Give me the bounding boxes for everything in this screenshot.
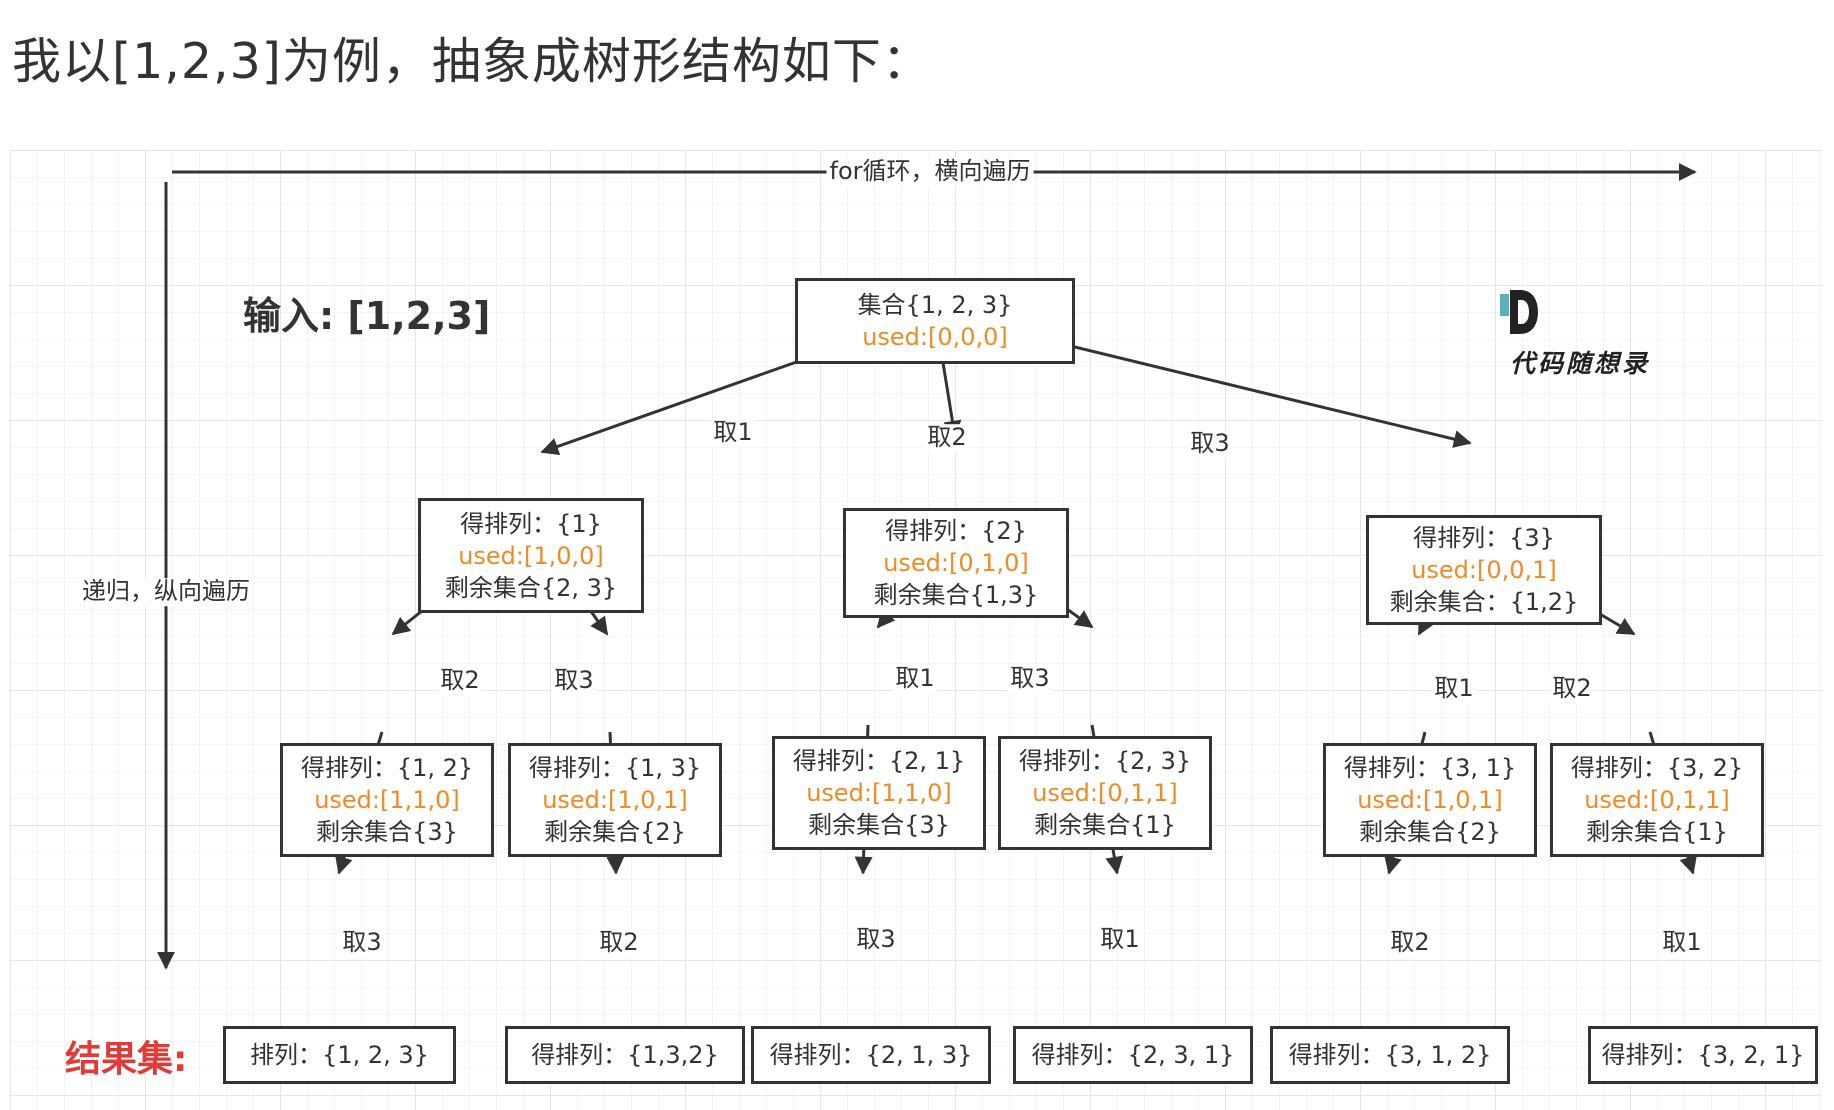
node-permutation-text: 得排列：{2} bbox=[885, 517, 1027, 545]
node-remaining-text: 剩余集合：{1,2} bbox=[1389, 588, 1579, 616]
node-remaining-text: 剩余集合{2} bbox=[1359, 818, 1501, 846]
tree-node-root: 集合{1, 2, 3} used:[0,0,0] bbox=[795, 278, 1075, 364]
edge-label-n3-n32: 取2 bbox=[1549, 675, 1595, 703]
node-used-array: used:[0,1,1] bbox=[1032, 779, 1178, 807]
node-used-array: used:[0,0,0] bbox=[862, 323, 1008, 351]
result-node-5: 得排列：{3, 1, 2} bbox=[1270, 1026, 1510, 1084]
result-node-1: 排列：{1, 2, 3} bbox=[223, 1026, 456, 1084]
node-permutation-text: 得排列：{1, 3} bbox=[528, 754, 702, 782]
logo-d-icon bbox=[1500, 290, 1538, 334]
node-permutation-text: 得排列：{1} bbox=[460, 509, 602, 538]
node-used-array: used:[1,0,1] bbox=[1357, 786, 1503, 814]
node-permutation-text: 得排列：{1, 2} bbox=[300, 754, 474, 782]
edge-label-root-n2: 取2 bbox=[924, 424, 970, 452]
result-node-6: 得排列：{3, 2, 1} bbox=[1588, 1026, 1818, 1084]
result-node-4: 得排列：{2, 3, 1} bbox=[1013, 1026, 1253, 1084]
tree-diagram: for循环，横向遍历 递归，纵向遍历 输入: [1,2,3] 结果集: 代码随想… bbox=[10, 150, 1822, 1110]
input-label: 输入: [1,2,3] bbox=[243, 294, 491, 338]
node-used-array: used:[1,0,0] bbox=[458, 541, 604, 570]
edge-label-n21-r3: 取3 bbox=[853, 926, 899, 954]
tree-node-take-3-1: 得排列：{3, 1} used:[1,0,1] 剩余集合{2} bbox=[1323, 743, 1537, 857]
edge-label-n2-n23: 取3 bbox=[1007, 665, 1053, 693]
edge-label-n1-n13: 取3 bbox=[551, 667, 597, 695]
tree-node-take-1: 得排列：{1} used:[1,0,0] 剩余集合{2, 3} bbox=[418, 498, 644, 613]
tree-node-take-2: 得排列：{2} used:[0,1,0] 剩余集合{1,3} bbox=[843, 508, 1069, 618]
node-used-array: used:[1,0,1] bbox=[542, 786, 688, 814]
node-remaining-text: 剩余集合{2, 3} bbox=[444, 573, 618, 602]
node-used-array: used:[0,0,1] bbox=[1411, 556, 1557, 584]
tree-node-take-2-1: 得排列：{2, 1} used:[1,1,0] 剩余集合{3} bbox=[772, 736, 986, 850]
node-used-array: used:[0,1,0] bbox=[883, 549, 1029, 577]
node-remaining-text: 剩余集合{2} bbox=[544, 818, 686, 846]
edge-label-n23-r4: 取1 bbox=[1097, 926, 1143, 954]
node-remaining-text: 剩余集合{1,3} bbox=[873, 581, 1039, 609]
tree-node-take-1-2: 得排列：{1, 2} used:[1,1,0] 剩余集合{3} bbox=[280, 743, 494, 857]
edge-label-n12-r1: 取3 bbox=[339, 929, 385, 957]
node-used-array: used:[1,1,0] bbox=[314, 786, 460, 814]
node-used-array: used:[0,1,1] bbox=[1584, 786, 1730, 814]
node-remaining-text: 剩余集合{3} bbox=[316, 818, 458, 846]
vertical-axis-label: 递归，纵向遍历 bbox=[79, 578, 253, 606]
edge-label-n32-r6: 取1 bbox=[1659, 929, 1705, 957]
edge-label-n31-r5: 取2 bbox=[1387, 929, 1433, 957]
edge-label-n1-n12: 取2 bbox=[437, 667, 483, 695]
result-set-label: 结果集: bbox=[65, 1039, 188, 1080]
tree-node-take-3-2: 得排列：{3, 2} used:[0,1,1] 剩余集合{1} bbox=[1550, 743, 1764, 857]
tree-node-take-2-3: 得排列：{2, 3} used:[0,1,1] 剩余集合{1} bbox=[998, 736, 1212, 850]
edge-label-n3-n31: 取1 bbox=[1431, 675, 1477, 703]
edge-label-root-n3: 取3 bbox=[1187, 430, 1233, 458]
logo: 代码随想录 bbox=[1500, 288, 1660, 388]
node-set-text: 集合{1, 2, 3} bbox=[857, 291, 1013, 319]
edge-label-n2-n21: 取1 bbox=[892, 665, 938, 693]
result-node-3: 得排列：{2, 1, 3} bbox=[751, 1026, 991, 1084]
node-used-array: used:[1,1,0] bbox=[806, 779, 952, 807]
node-remaining-text: 剩余集合{1} bbox=[1034, 811, 1176, 839]
node-permutation-text: 得排列：{3} bbox=[1413, 524, 1555, 552]
logo-text: 代码随想录 bbox=[1509, 349, 1650, 378]
node-permutation-text: 得排列：{3, 2} bbox=[1570, 754, 1744, 782]
node-remaining-text: 剩余集合{3} bbox=[808, 811, 950, 839]
result-node-2: 得排列：{1,3,2} bbox=[505, 1026, 745, 1084]
tree-node-take-1-3: 得排列：{1, 3} used:[1,0,1] 剩余集合{2} bbox=[508, 743, 722, 857]
node-permutation-text: 得排列：{2, 1} bbox=[792, 747, 966, 775]
edge-label-n13-r2: 取2 bbox=[596, 929, 642, 957]
node-permutation-text: 得排列：{2, 3} bbox=[1018, 747, 1192, 775]
node-remaining-text: 剩余集合{1} bbox=[1586, 818, 1728, 846]
tree-node-take-3: 得排列：{3} used:[0,0,1] 剩余集合：{1,2} bbox=[1366, 515, 1602, 625]
node-permutation-text: 得排列：{3, 1} bbox=[1343, 754, 1517, 782]
edge-label-root-n1: 取1 bbox=[710, 419, 756, 447]
page-heading: 我以[1,2,3]为例，抽象成树形结构如下： bbox=[12, 33, 932, 90]
horizontal-axis-label: for循环，横向遍历 bbox=[826, 158, 1034, 186]
